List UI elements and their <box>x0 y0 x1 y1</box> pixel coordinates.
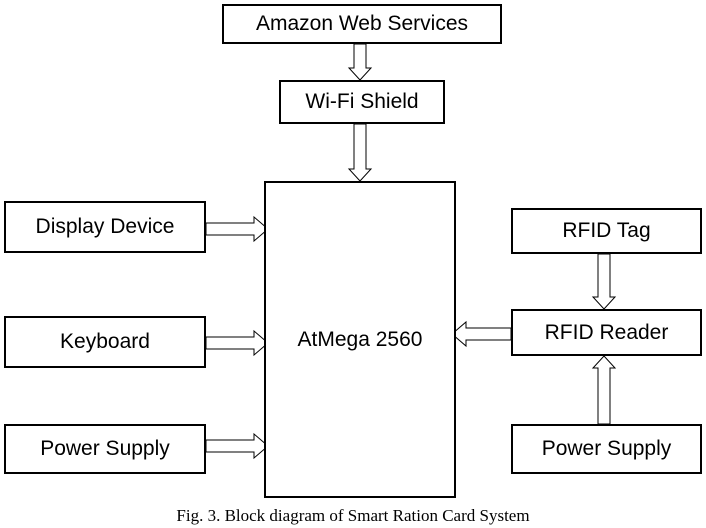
block-power-supply-right: Power Supply <box>511 424 702 474</box>
block-atmega-2560: AtMega 2560 <box>264 181 456 498</box>
figure-caption: Fig. 3. Block diagram of Smart Ration Ca… <box>176 506 530 525</box>
block-display-device: Display Device <box>4 201 206 253</box>
block-power-supply-left: Power Supply <box>4 424 206 474</box>
block-rfid-reader-label: RFID Reader <box>544 320 669 344</box>
arrow-power-to-mcu <box>205 432 269 460</box>
arrow-display-to-mcu <box>205 215 269 243</box>
block-rfid-tag: RFID Tag <box>511 208 702 254</box>
arrow-power-to-reader <box>591 355 617 425</box>
block-keyboard-label: Keyboard <box>60 330 150 353</box>
block-amazon-web-services-label: Amazon Web Services <box>255 12 469 35</box>
block-power-supply-right-label: Power Supply <box>541 437 672 460</box>
arrow-keyboard-to-mcu <box>205 329 269 357</box>
block-rfid-tag-label: RFID Tag <box>562 219 651 242</box>
arrow-reader-to-mcu <box>451 320 512 348</box>
block-amazon-web-services: Amazon Web Services <box>222 4 502 44</box>
block-display-device-label: Display Device <box>35 215 175 238</box>
block-wifi-shield-label: Wi-Fi Shield <box>305 90 419 113</box>
block-keyboard: Keyboard <box>4 316 206 368</box>
arrow-tag-to-reader <box>591 253 617 310</box>
arrow-wifi-to-mcu <box>347 123 373 182</box>
block-atmega-2560-label: AtMega 2560 <box>297 327 423 351</box>
block-power-supply-left-label: Power Supply <box>40 437 170 460</box>
block-rfid-reader: RFID Reader <box>511 309 702 356</box>
arrow-aws-to-wifi <box>347 43 373 81</box>
block-wifi-shield: Wi-Fi Shield <box>279 80 445 124</box>
